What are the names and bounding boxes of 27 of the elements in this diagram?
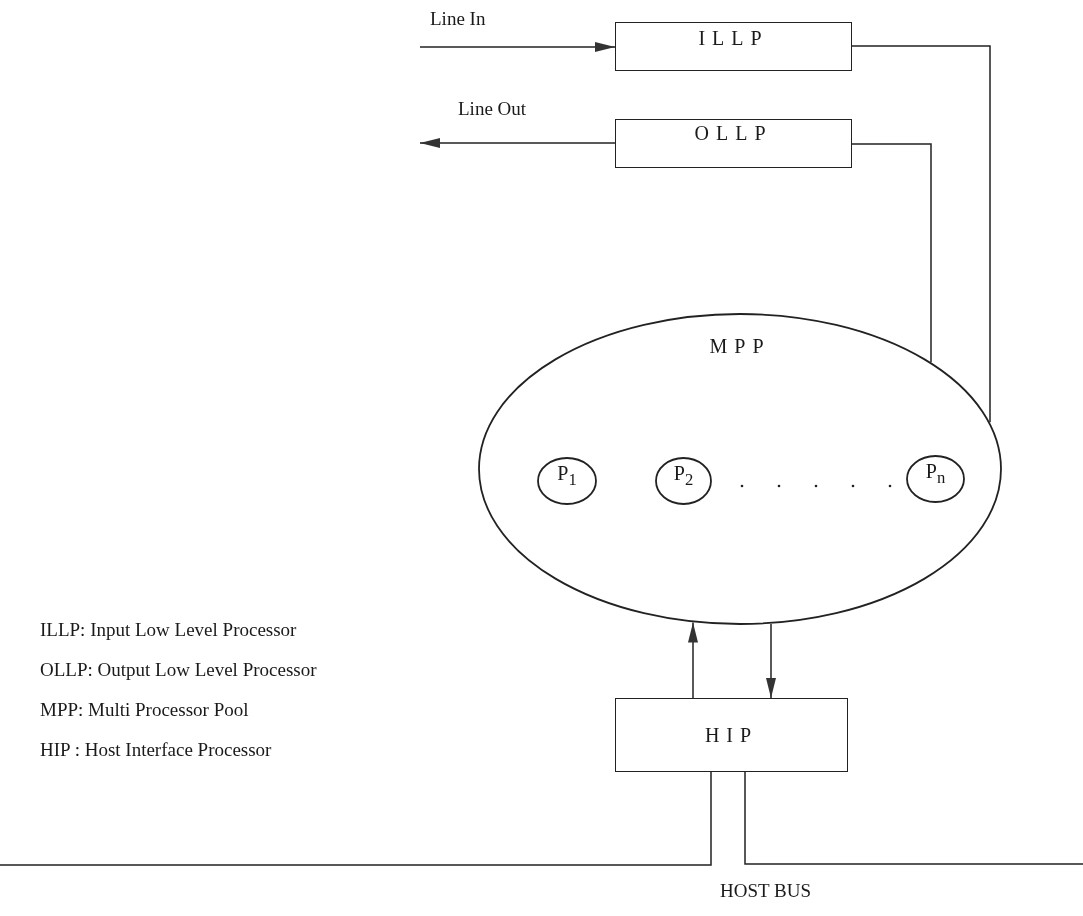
processor-circle [537, 457, 597, 505]
arrow [766, 623, 776, 699]
edge-label: Line Out [458, 98, 527, 120]
arrow [688, 621, 698, 699]
node-label: P$_{n}$ [925, 460, 946, 488]
arrow [419, 138, 616, 148]
processor-box [615, 698, 848, 772]
arrow [419, 42, 616, 52]
node-label: OLLP [694, 122, 773, 145]
processor-box [615, 119, 852, 168]
node-label: MPP [709, 335, 771, 358]
abbreviation-note: ILLP: Input Low Level Processor [40, 619, 297, 641]
connector-line [851, 45, 991, 424]
node-label: P$_{1}$ [557, 462, 577, 490]
processor-circle [655, 457, 712, 505]
node-label: ILLP [698, 27, 769, 50]
bus-label: HOST BUS [720, 880, 811, 902]
processor-box [615, 22, 852, 71]
abbreviation-note: MPP: Multi Processor Pool [40, 699, 249, 721]
node-label: HIP [704, 723, 759, 747]
abbreviation-note: HIP : Host Interface Processor [40, 739, 272, 761]
connector-line [851, 143, 932, 363]
node-label: P$_{2}$ [673, 462, 694, 490]
edge-label: Line In [430, 8, 486, 30]
processor-circle [906, 455, 965, 503]
processor-pool-ellipse [478, 313, 1002, 625]
abbreviation-note: OLLP: Output Low Level Processor [40, 659, 317, 681]
